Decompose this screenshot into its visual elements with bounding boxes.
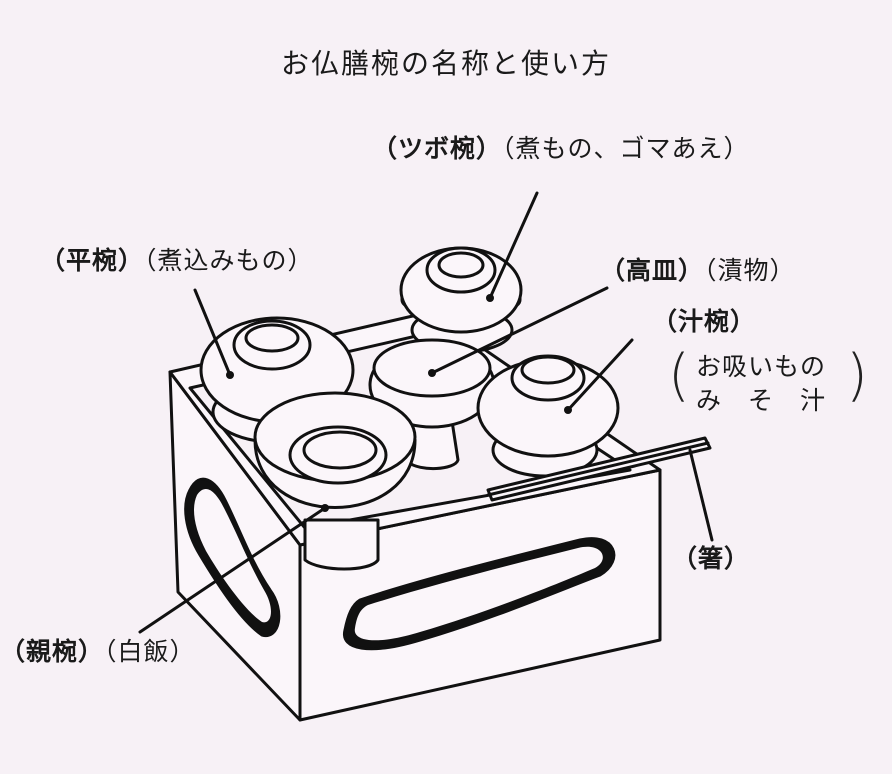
chopsticks	[486, 436, 712, 502]
shiru-bowl	[476, 354, 620, 478]
label-oya: （親椀）（白飯）	[0, 637, 196, 667]
leader-shiru	[566, 338, 634, 412]
oya-bowl	[253, 391, 417, 571]
label-shiru-close-paren: )	[846, 343, 868, 408]
label-hashi: （箸）	[672, 544, 751, 573]
label-shiru-use: お吸いもの み そ 汁	[696, 350, 826, 418]
tsubo-bowl	[399, 246, 523, 354]
leader-oya	[138, 506, 327, 634]
label-tsubo-use: （煮もの、ゴマあえ）	[502, 134, 750, 163]
leader-hashi	[688, 448, 714, 542]
label-hira: （平椀）（煮込みもの）	[40, 246, 314, 276]
label-shiru-name: （汁椀）	[652, 307, 757, 336]
label-shiru-open-paren: (	[668, 343, 690, 408]
label-shiru-use-line2: み そ 汁	[696, 386, 827, 415]
leader-hira	[193, 288, 232, 377]
label-takazara-use: （漬物）	[704, 256, 796, 285]
label-oya-name: （親椀）	[0, 637, 105, 666]
leader-tsubo	[488, 191, 539, 300]
label-takazara: （高皿）（漬物）	[600, 256, 796, 286]
label-tsubo-name: （ツボ椀）	[372, 134, 503, 163]
leader-takazara	[430, 286, 609, 375]
page-title: お仏膳椀の名称と使い方	[280, 47, 611, 80]
label-tsubo: （ツボ椀）（煮もの、ゴマあえ）	[372, 134, 750, 164]
label-takazara-name: （高皿）	[600, 256, 705, 285]
label-hira-name: （平椀）	[40, 246, 145, 275]
label-hira-use: （煮込みもの）	[144, 246, 314, 275]
label-shiru-use-line1: お吸いもの	[696, 352, 827, 381]
label-oya-use: （白飯）	[104, 637, 196, 666]
takazara-dish	[368, 338, 496, 470]
